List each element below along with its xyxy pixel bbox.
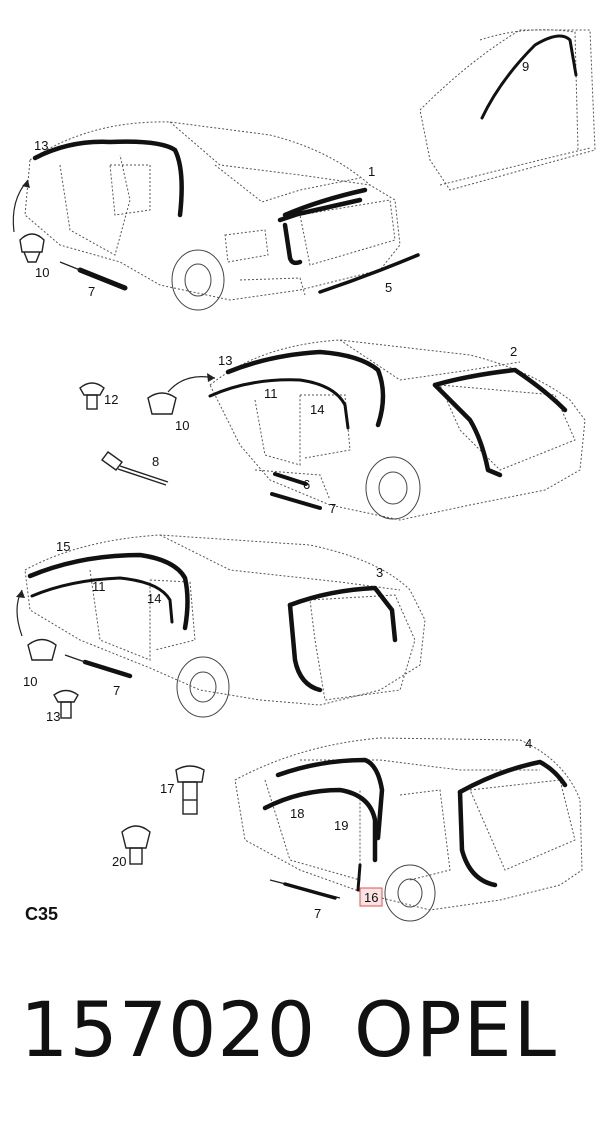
callout-15: 15: [56, 539, 70, 554]
view-estate: [16, 534, 426, 719]
callout-8: 8: [152, 454, 159, 469]
view-door-inset: [419, 29, 596, 191]
callout-13c: 13: [46, 709, 60, 724]
brand-name: OPEL: [354, 985, 559, 1074]
clip-20-icon: [121, 825, 151, 865]
callout-11b: 11: [92, 579, 106, 594]
clip-10-icon-c: [27, 638, 57, 661]
view-hatchback-5door: [79, 339, 586, 521]
callout-18: 18: [290, 806, 304, 821]
callout-1: 1: [368, 164, 375, 179]
callout-6: 6: [303, 477, 310, 492]
callout-10b: 10: [175, 418, 189, 433]
view-hatchback-3door: [12, 121, 420, 311]
parts-diagram: 1 2 3 4 5 6 7 7 7 7 8 9 10 10 10 11 11 1…: [12, 29, 596, 924]
clip-10-icon-b: [147, 392, 177, 415]
callout-16: 16: [364, 890, 378, 905]
callout-14a: 14: [310, 402, 324, 417]
callout-9: 9: [522, 59, 529, 74]
callout-13a: 13: [34, 138, 48, 153]
footer: 157020 OPEL: [0, 985, 600, 1095]
callout-17: 17: [160, 781, 174, 796]
callout-7a: 7: [88, 284, 95, 299]
callout-10a: 10: [35, 265, 49, 280]
clip-17-icon: [175, 765, 205, 815]
clip-13-icon: [53, 689, 79, 719]
callout-7b: 7: [329, 501, 336, 516]
rivet-8-icon: [101, 451, 169, 486]
view-estate-rear: [121, 737, 583, 922]
section-code: C35: [25, 904, 58, 924]
callout-2: 2: [510, 344, 517, 359]
callout-12: 12: [104, 392, 118, 407]
clip-10-icon: [19, 233, 45, 263]
callout-10c: 10: [23, 674, 37, 689]
callout-14b: 14: [147, 591, 161, 606]
callout-20: 20: [112, 854, 126, 869]
callout-5: 5: [385, 280, 392, 295]
callout-labels: 1 2 3 4 5 6 7 7 7 7 8 9 10 10 10 11 11 1…: [23, 59, 532, 921]
highlight-box-16: [359, 887, 383, 907]
callout-13b: 13: [218, 353, 232, 368]
callout-4: 4: [525, 736, 532, 751]
part-number: 157020: [20, 985, 317, 1074]
callout-11a: 11: [264, 386, 278, 401]
callout-19: 19: [334, 818, 348, 833]
callout-3: 3: [376, 565, 383, 580]
clip-12-icon: [79, 382, 105, 410]
callout-7c: 7: [113, 683, 120, 698]
callout-7d: 7: [314, 906, 321, 921]
